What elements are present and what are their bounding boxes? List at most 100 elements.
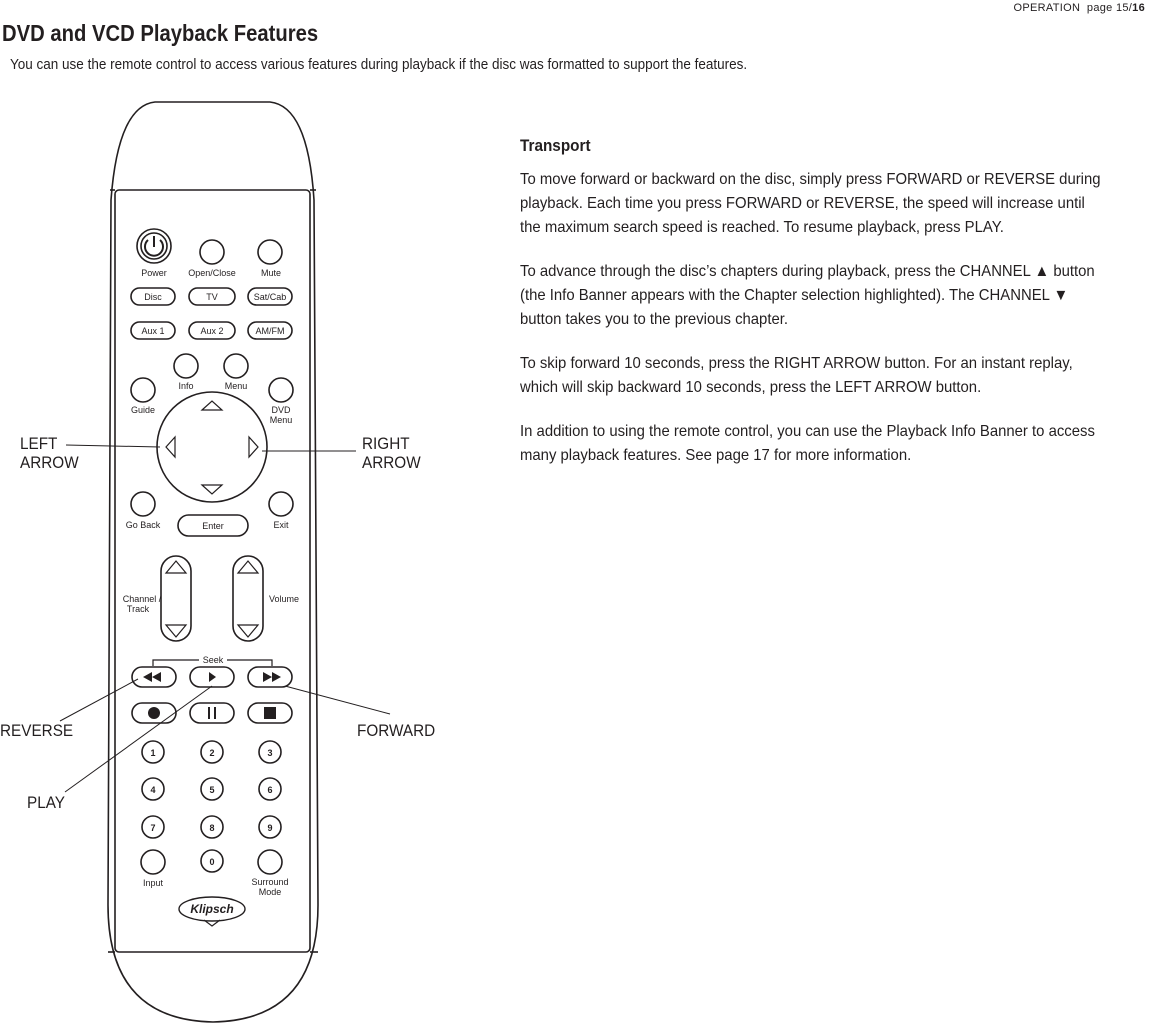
aux1-button[interactable]: [130, 321, 176, 340]
menu-label: Menu: [225, 381, 248, 391]
disc-button[interactable]: [130, 287, 176, 306]
right-arrow-callout-line1: RIGHT: [362, 434, 410, 453]
remote-face-panel: [114, 189, 311, 953]
dvd-menu-label-line2: Menu: [270, 415, 293, 425]
mute-button[interactable]: [257, 239, 283, 265]
remote-control-illustration: Power Open/Close Mute Disc TV Sat/Cab Au…: [59, 101, 391, 1023]
remote-outer-shell: [107, 101, 319, 1023]
seek-bracket: [152, 659, 273, 666]
right-arrow-icon[interactable]: [248, 435, 259, 459]
keyword-reverse: REVERSE: [983, 171, 1056, 188]
section-label: OPERATION: [1013, 2, 1081, 14]
surround-label-line2: Mode: [259, 887, 282, 897]
digit-0-button[interactable]: [200, 849, 224, 873]
forward-callout: FORWARD: [357, 721, 436, 740]
left-arrow-callout-line1: LEFT: [20, 434, 58, 453]
digit-9-button[interactable]: [258, 815, 282, 839]
keyword-play: PLAY: [964, 219, 1000, 236]
brand-logo-text: Klipsch: [190, 902, 233, 916]
sat-cab-button[interactable]: [247, 287, 293, 306]
left-arrow-callout: LEFT ARROW: [20, 434, 79, 472]
mute-label: Mute: [261, 268, 281, 278]
keyword-reverse: REVERSE: [823, 195, 895, 212]
open-close-label: Open/Close: [188, 268, 236, 278]
up-arrow-icon[interactable]: [200, 400, 224, 411]
channel-up-icon[interactable]: [164, 560, 188, 574]
play-icon: [209, 672, 216, 682]
forward-leader-line: [284, 685, 391, 715]
digit-8-label: 8: [209, 823, 214, 833]
digit-1-button[interactable]: [141, 740, 165, 764]
stop-icon: [264, 707, 276, 719]
digit-1-label: 1: [150, 748, 155, 758]
keyword-channel-up: CHANNEL ▲: [959, 263, 1050, 280]
left-arrow-callout-line2: ARROW: [20, 453, 79, 472]
aux2-button[interactable]: [188, 321, 236, 340]
open-close-button[interactable]: [199, 239, 225, 265]
surround-label-line1: Surround: [251, 877, 288, 887]
guide-button[interactable]: [130, 377, 156, 403]
keyword-forward: FORWARD: [886, 171, 963, 188]
digit-5-label: 5: [209, 785, 214, 795]
power-button[interactable]: [136, 228, 172, 264]
surround-mode-button[interactable]: [257, 849, 283, 875]
down-arrow-icon[interactable]: [200, 484, 224, 495]
transport-heading: Transport: [520, 136, 591, 155]
page-total: 16: [1132, 2, 1145, 14]
digit-3-label: 3: [267, 748, 272, 758]
am-fm-button[interactable]: [247, 321, 293, 340]
keyword-right-arrow: RIGHT ARROW: [773, 355, 881, 372]
menu-button[interactable]: [223, 353, 249, 379]
volume-rocker[interactable]: [232, 555, 264, 642]
stop-button[interactable]: [247, 702, 293, 724]
digit-7-button[interactable]: [141, 815, 165, 839]
volume-down-icon[interactable]: [236, 624, 260, 638]
digit-3-button[interactable]: [258, 740, 282, 764]
record-button[interactable]: [131, 702, 177, 724]
info-button[interactable]: [173, 353, 199, 379]
brand-badge: [178, 896, 246, 922]
digit-5-button[interactable]: [200, 777, 224, 801]
disc-label: Disc: [144, 292, 162, 302]
reverse-callout: REVERSE: [0, 721, 74, 740]
volume-up-icon[interactable]: [236, 560, 260, 574]
play-leader-line: [64, 685, 213, 793]
digit-6-label: 6: [267, 785, 272, 795]
digit-6-button[interactable]: [258, 777, 282, 801]
page-title: DVD and VCD Playback Features: [2, 20, 319, 46]
exit-label: Exit: [273, 520, 289, 530]
digit-4-button[interactable]: [141, 777, 165, 801]
sat-cab-label: Sat/Cab: [254, 292, 287, 302]
left-arrow-icon[interactable]: [165, 435, 176, 459]
keyword-forward: FORWARD: [725, 195, 802, 212]
pause-button[interactable]: [189, 702, 235, 724]
reverse-button[interactable]: [131, 666, 177, 688]
info-label: Info: [178, 381, 193, 391]
exit-button[interactable]: [268, 491, 294, 517]
channel-rocker[interactable]: [160, 555, 192, 642]
transport-paragraph-chapters: To advance through the disc’s chapters d…: [520, 263, 1095, 328]
number-keypad: [141, 740, 282, 873]
forward-button[interactable]: [247, 666, 293, 688]
play-button[interactable]: [189, 666, 235, 688]
record-icon: [148, 707, 160, 719]
forward-icon: [263, 672, 281, 682]
go-back-button[interactable]: [130, 491, 156, 517]
tv-label: TV: [206, 292, 218, 302]
dvd-menu-button[interactable]: [268, 377, 294, 403]
enter-button[interactable]: [177, 514, 249, 537]
digit-2-button[interactable]: [200, 740, 224, 764]
keyword-left-arrow: LEFT ARROW: [835, 379, 932, 396]
input-button[interactable]: [140, 849, 166, 875]
transport-body: To move forward or backward on the disc,…: [520, 168, 1145, 488]
digit-0-label: 0: [209, 857, 214, 867]
input-label: Input: [143, 878, 164, 888]
dvd-menu-label-line1: DVD: [271, 405, 291, 415]
channel-down-icon[interactable]: [164, 624, 188, 638]
page-header: OPERATION page 15/16: [1013, 2, 1145, 14]
channel-label-line1: Channel /: [123, 594, 162, 604]
digit-9-label: 9: [267, 823, 272, 833]
digit-7-label: 7: [150, 823, 155, 833]
tv-button[interactable]: [188, 287, 236, 306]
digit-8-button[interactable]: [200, 815, 224, 839]
